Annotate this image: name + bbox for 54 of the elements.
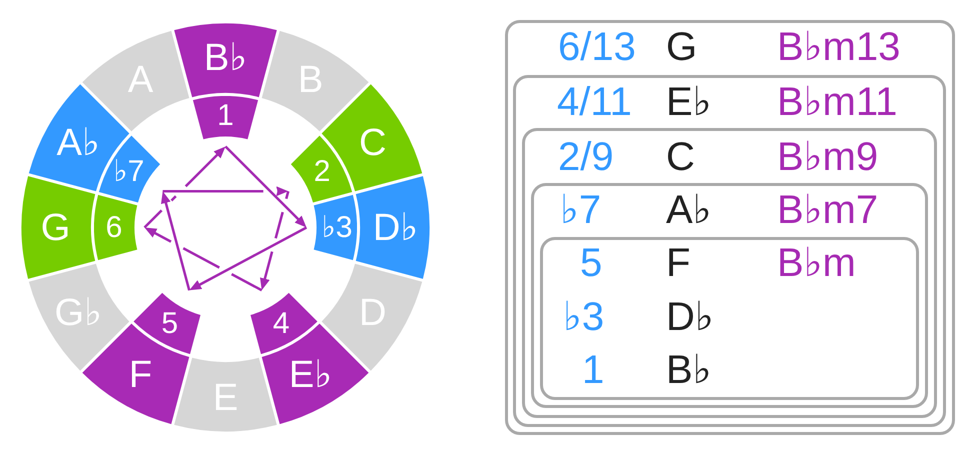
chord-group-box	[505, 20, 955, 435]
interval-number: 2	[314, 156, 330, 187]
interval-number: 6	[106, 212, 122, 242]
chord-group-box	[522, 128, 937, 418]
interval-label: 1	[582, 350, 604, 390]
chord-name: B♭m9	[777, 137, 878, 177]
chord-name: B♭m	[777, 243, 856, 283]
note-name: D♭	[666, 297, 714, 337]
interval-segment	[192, 96, 259, 140]
interval-label: 6/13	[558, 27, 636, 67]
note-name: C	[359, 124, 386, 162]
interval-label: ♭3	[563, 297, 604, 337]
interval-number: 5	[161, 309, 178, 340]
arrow	[144, 146, 226, 228]
interval-label: ♭7	[560, 190, 602, 230]
chord-name: B♭m11	[777, 82, 898, 122]
arrow	[161, 191, 190, 291]
interval-number: ♭3	[322, 212, 352, 242]
interval-number: 1	[217, 101, 234, 131]
note-segment	[28, 263, 130, 371]
arrow	[224, 146, 306, 228]
note-name: A♭	[56, 124, 100, 162]
arrow	[162, 186, 288, 196]
chord-name: B♭m13	[777, 27, 900, 67]
note-name: A♭	[666, 190, 712, 230]
note-name: G	[40, 208, 70, 246]
note-name: B♭	[204, 38, 248, 76]
chord-group-box	[540, 237, 919, 400]
interval-segment	[313, 194, 357, 261]
interval-number: 4	[272, 309, 290, 340]
interval-label: 5	[580, 243, 602, 283]
arrow	[260, 190, 290, 290]
interval-segment	[250, 292, 318, 355]
interval-segment	[290, 135, 353, 203]
interval-segment	[94, 194, 138, 261]
arrow	[144, 228, 262, 292]
interval-number: ♭7	[114, 156, 144, 187]
note-name: B♭	[666, 350, 712, 390]
note-name: E♭	[288, 356, 332, 394]
interval-label: 2/9	[558, 137, 614, 177]
chord-group-box	[513, 75, 946, 427]
note-name: D♭	[372, 208, 418, 246]
note-name: E♭	[666, 82, 712, 122]
note-name: F	[666, 243, 690, 283]
note-name: C	[666, 137, 695, 177]
arrow	[189, 226, 308, 290]
interval-label: 4/11	[557, 82, 632, 122]
note-segment	[174, 357, 277, 432]
chord-name: B♭m7	[777, 190, 878, 230]
note-name: F	[128, 356, 152, 394]
note-name: G	[666, 27, 698, 67]
interval-segment	[98, 135, 161, 203]
chord-group-box	[531, 183, 928, 408]
interval-segment	[133, 292, 201, 355]
